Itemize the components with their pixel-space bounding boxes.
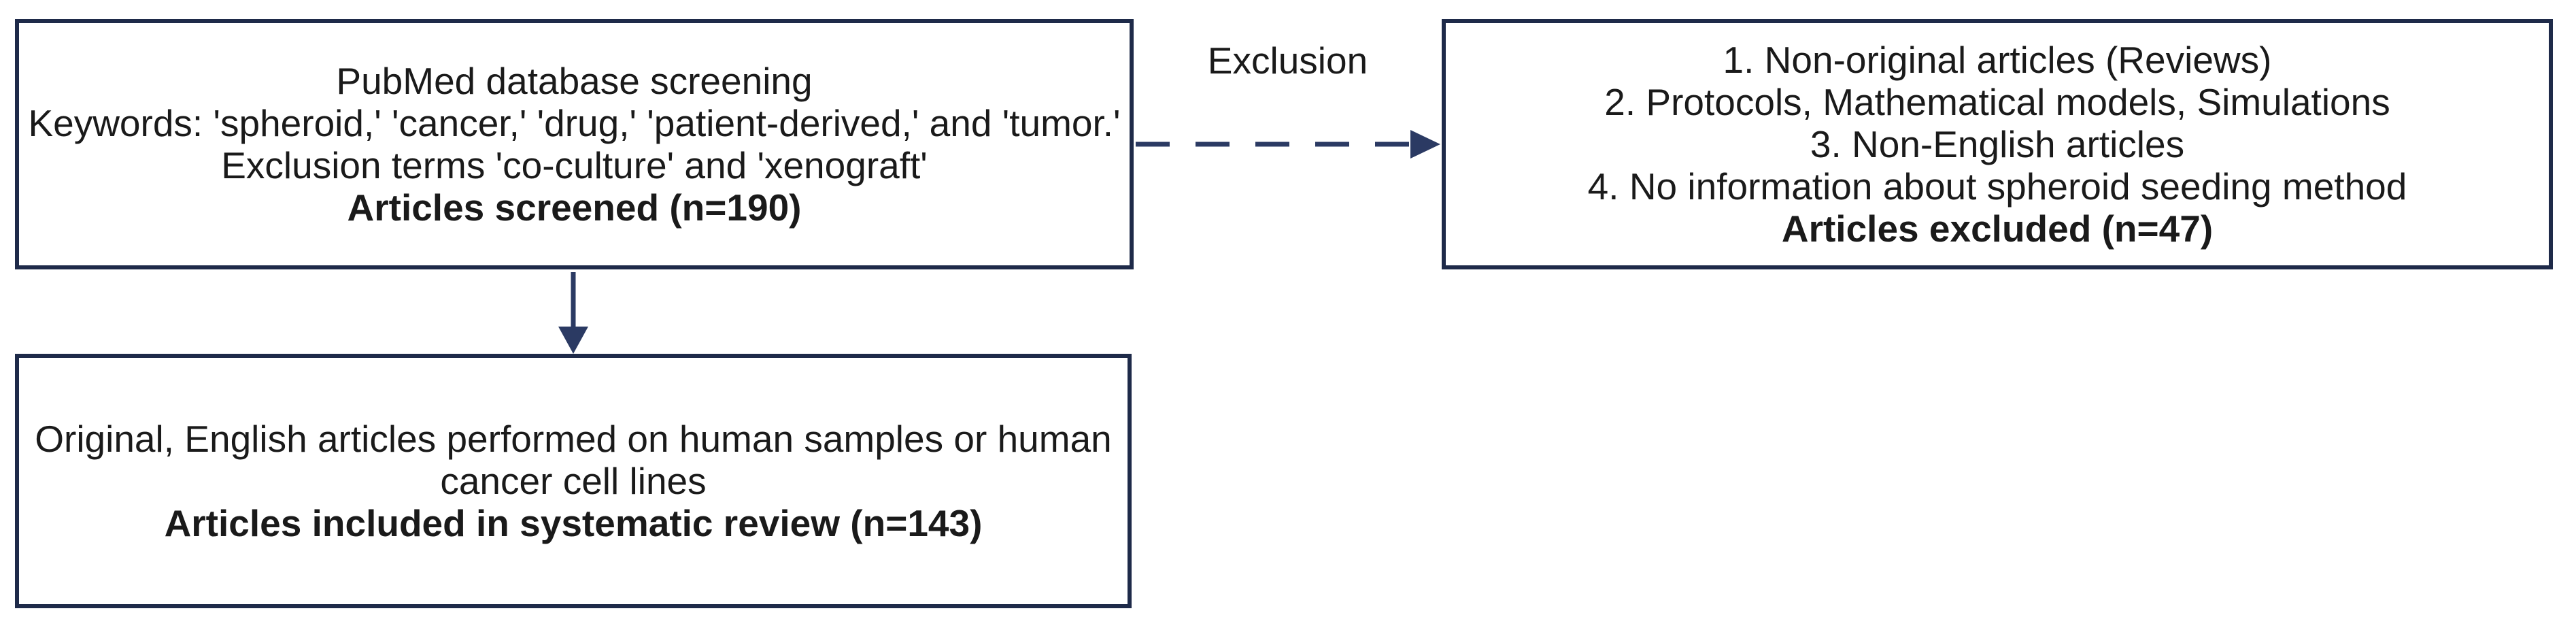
screening-box-keywords: Keywords: 'spheroid,' 'cancer,' 'drug,' … [28, 102, 1121, 144]
excluded-box-item-3: 3. Non-English articles [1810, 123, 2185, 165]
included-box: Original, English articles performed on … [15, 354, 1132, 608]
excluded-box-item-1: 1. Non-original articles (Reviews) [1723, 39, 2272, 81]
included-box-description-line-2: cancer cell lines [440, 460, 707, 502]
excluded-box-item-2: 2. Protocols, Mathematical models, Simul… [1604, 81, 2390, 123]
screening-box: PubMed database screening Keywords: 'sph… [15, 19, 1134, 269]
down-arrow-head-icon [558, 327, 588, 354]
excluded-box: 1. Non-original articles (Reviews) 2. Pr… [1442, 19, 2553, 269]
exclusion-dashed-arrow [1136, 130, 1440, 159]
included-box-description-line-1: Original, English articles performed on … [35, 418, 1112, 460]
included-box-count-line: Articles included in systematic review (… [164, 502, 983, 544]
excluded-box-count-line: Articles excluded (n=47) [1781, 208, 2214, 250]
dashed-arrow-head-icon [1410, 130, 1440, 159]
excluded-box-item-4: 4. No information about spheroid seeding… [1587, 165, 2407, 208]
screening-box-count-line: Articles screened (n=190) [347, 186, 802, 229]
down-arrow [558, 272, 588, 354]
exclusion-label: Exclusion [1207, 39, 1368, 82]
screening-box-title: PubMed database screening [336, 60, 813, 102]
screening-box-exclusion-terms: Exclusion terms 'co-culture' and 'xenogr… [221, 144, 928, 186]
